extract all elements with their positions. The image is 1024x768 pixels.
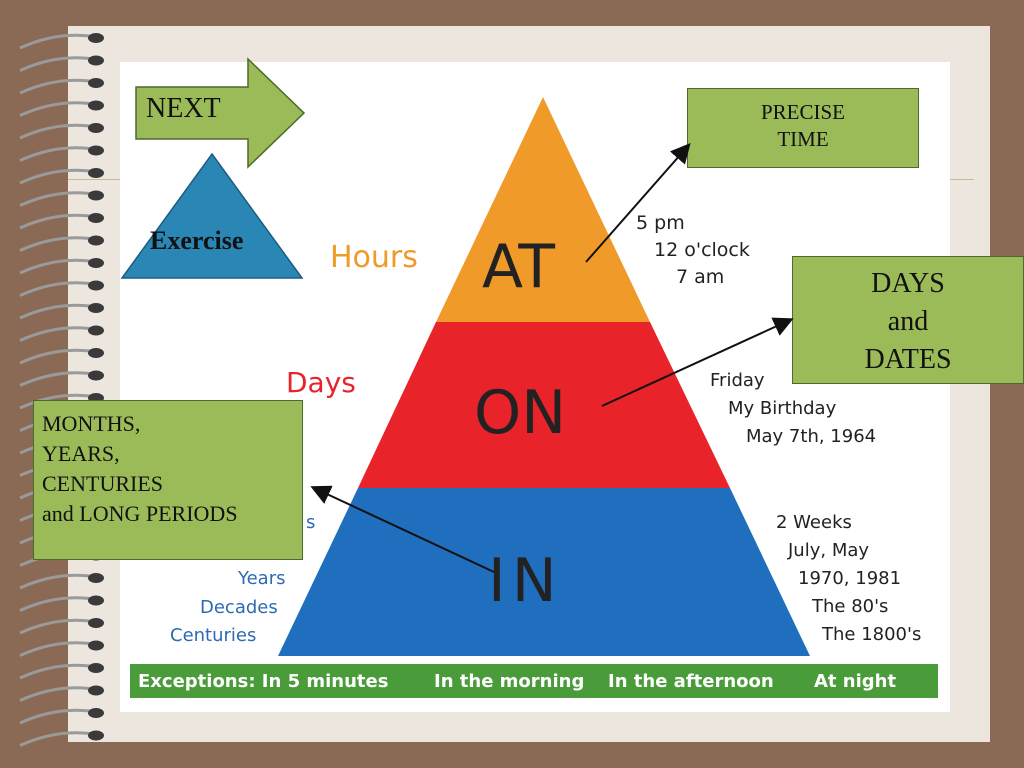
spiral-wire: [19, 663, 91, 680]
spiral-hole: [88, 235, 104, 246]
spiral-wire: [19, 686, 91, 702]
spiral-hole: [88, 640, 104, 651]
callout-long-line-1: MONTHS,: [42, 411, 141, 436]
spiral-hole: [88, 145, 104, 156]
callout-long-periods: MONTHS, YEARS, CENTURIES and LONG PERIOD…: [33, 400, 303, 560]
exercise-label[interactable]: Exercise: [150, 226, 244, 255]
spiral-wire: [19, 191, 91, 207]
spiral-wire: [19, 258, 91, 275]
at-example-3: 7 am: [676, 266, 725, 288]
spiral-hole: [88, 325, 104, 336]
callout-days-line-2: and: [887, 306, 929, 337]
pyramid-on-level: [358, 322, 730, 488]
spiral-wire: [19, 146, 91, 162]
arrow-to-days-and-dates: [601, 317, 794, 407]
in-example-4: The 80's: [812, 596, 889, 617]
spiral-hole: [88, 168, 104, 178]
category-days: Days: [286, 366, 356, 399]
in-left-label-decades: Decades: [200, 597, 278, 618]
pyramid-in-level: [278, 488, 810, 656]
callout-precise-time-line-2: TIME: [777, 127, 829, 151]
spiral-hole: [88, 348, 104, 358]
exception-item-4: At night: [814, 671, 897, 692]
spiral-wire: [19, 731, 91, 747]
on-example-1: Friday: [710, 370, 765, 391]
next-label[interactable]: NEXT: [146, 93, 221, 124]
spiral-hole: [88, 303, 104, 313]
spiral-wire: [19, 281, 91, 297]
exceptions-bar: Exceptions: In 5 minutes In the morning …: [130, 664, 938, 698]
spiral-hole: [88, 258, 104, 268]
spiral-hole: [88, 123, 104, 133]
spiral-wire: [19, 168, 91, 185]
pyramid-word-on: ON: [474, 378, 567, 448]
spiral-wire: [19, 393, 91, 410]
on-example-3: May 7th, 1964: [746, 426, 877, 447]
spiral-hole: [88, 595, 104, 606]
spiral-wire: [19, 56, 91, 72]
on-example-2: My Birthday: [728, 398, 837, 419]
spiral-hole: [88, 685, 104, 696]
category-hours: Hours: [330, 240, 418, 275]
callout-long-line-3: CENTURIES: [42, 471, 163, 496]
in-left-label-centuries: Centuries: [170, 625, 257, 646]
callout-days-and-dates: DAYS and DATES: [792, 256, 1024, 384]
spiral-wire: [19, 213, 91, 230]
spiral-hole: [88, 78, 104, 88]
callout-precise-time-line-1: PRECISE: [760, 100, 846, 124]
spiral-wire: [19, 371, 91, 387]
spiral-wire: [19, 78, 91, 95]
pyramid-word-at: AT: [482, 232, 556, 302]
exception-item-3: In the afternoon: [608, 671, 774, 692]
spiral-wire: [19, 618, 91, 635]
spiral-hole: [88, 370, 104, 381]
exercise-triangle-button[interactable]: [118, 150, 306, 282]
in-example-1: 2 Weeks: [776, 512, 852, 533]
spiral-hole: [88, 33, 104, 43]
spiral-wire: [19, 101, 91, 117]
spiral-wire: [19, 708, 91, 725]
spiral-hole: [88, 280, 104, 291]
spiral-wire: [19, 236, 91, 252]
in-left-label-partial: s: [306, 512, 316, 533]
in-example-3: 1970, 1981: [798, 568, 902, 589]
arrow-to-long-periods: [310, 485, 495, 573]
pyramid-word-in: IN: [488, 546, 563, 616]
at-example-1: 5 pm: [636, 212, 685, 234]
callout-days-line-1: DAYS: [871, 268, 945, 299]
spiral-hole: [88, 708, 104, 718]
spiral-hole: [88, 618, 104, 628]
spiral-hole: [88, 100, 104, 111]
spiral-wire: [19, 123, 91, 140]
in-left-label-years: Years: [238, 568, 286, 589]
callout-long-line-2: YEARS,: [42, 441, 120, 466]
next-arrow-button[interactable]: [134, 57, 306, 169]
callout-long-line-4: and LONG PERIODS: [42, 501, 238, 526]
spiral-wire: [19, 303, 91, 320]
spiral-wire: [19, 326, 91, 342]
exception-item-2: In the morning: [434, 671, 585, 692]
spiral-hole: [88, 573, 104, 583]
arrow-to-precise-time: [585, 142, 691, 263]
spiral-wire: [19, 348, 91, 365]
spiral-hole: [88, 213, 104, 223]
exception-item-1: Exceptions: In 5 minutes: [138, 671, 389, 692]
spiral-wire: [19, 573, 91, 590]
in-example-5: The 1800's: [822, 624, 922, 645]
in-example-2: July, May: [788, 540, 870, 561]
callout-precise-time: PRECISE TIME: [687, 88, 919, 168]
spiral-wire: [19, 596, 91, 612]
spiral-hole: [88, 663, 104, 673]
spiral-wire: [19, 641, 91, 657]
spiral-hole: [88, 55, 104, 66]
pyramid-at-level: [436, 97, 650, 322]
spiral-hole: [88, 730, 104, 741]
spiral-hole: [88, 190, 104, 201]
at-example-2: 12 o'clock: [654, 239, 750, 261]
spiral-wire: [19, 33, 91, 50]
callout-days-line-3: DATES: [864, 344, 952, 375]
